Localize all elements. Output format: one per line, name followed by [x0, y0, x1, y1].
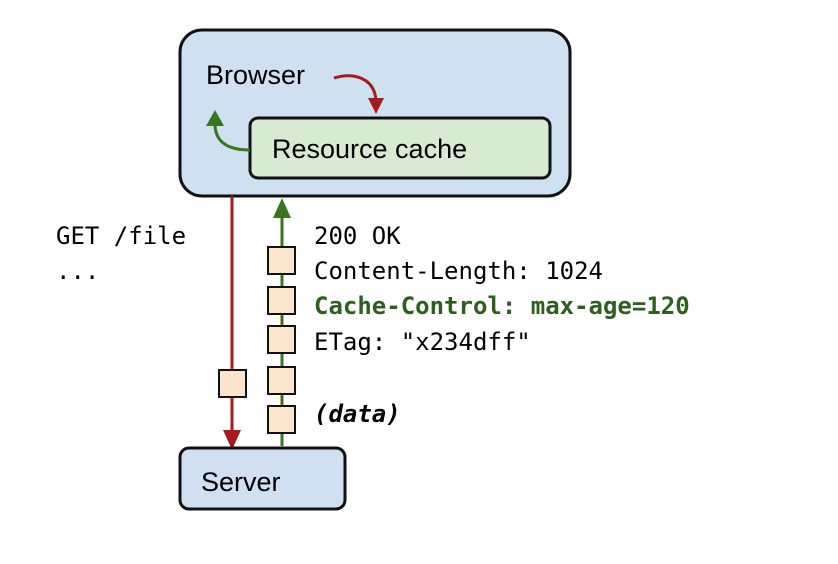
- response-packet: [267, 405, 296, 434]
- response-packet: [267, 246, 296, 275]
- response-packets: [267, 246, 296, 434]
- response-data-label: (data): [314, 400, 401, 428]
- request-line: GET /file: [56, 222, 186, 250]
- response-packet: [267, 325, 296, 354]
- browser-label: Browser: [206, 60, 305, 90]
- content-length-header: Content-Length: 1024: [314, 257, 603, 285]
- resource-cache-label: Resource cache: [272, 134, 467, 164]
- cache-control-header: Cache-Control: max-age=120: [314, 292, 690, 320]
- cache-store-arrow: [333, 74, 384, 114]
- response-status: 200 OK: [314, 222, 401, 250]
- request-arrow: [223, 196, 241, 450]
- request-ellipsis: ...: [56, 257, 99, 285]
- request-packet: [218, 369, 247, 398]
- response-packet: [267, 286, 296, 315]
- resource-cache-box: Resource cache: [248, 116, 552, 180]
- response-packet: [267, 366, 296, 395]
- server-box: Server: [178, 446, 347, 511]
- etag-header: ETag: "x234dff": [314, 328, 531, 356]
- server-label: Server: [201, 467, 281, 497]
- cache-deliver-arrow: [206, 110, 251, 152]
